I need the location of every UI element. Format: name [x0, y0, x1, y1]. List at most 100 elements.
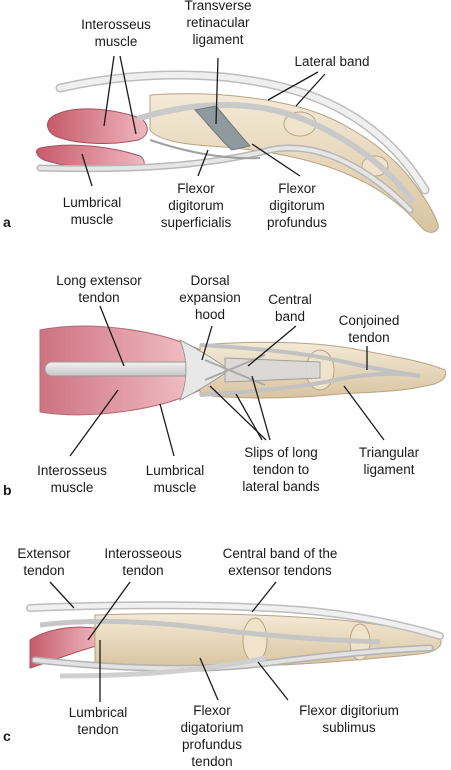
label-line: Slips of long	[244, 445, 318, 460]
label-long-extensor-tendon: Long extensor tendon	[56, 272, 142, 306]
label-line: tendon	[348, 330, 390, 345]
label-line: Lumbrical	[68, 705, 128, 720]
lateral-band-shape	[137, 102, 415, 203]
retinacular-ligament-shape	[193, 105, 251, 151]
label-line: hood	[194, 307, 226, 322]
leader-line	[159, 403, 175, 457]
label-line: profundus	[266, 215, 328, 230]
label-interosseous-tendon: Interosseous tendon	[104, 545, 181, 579]
label-lateral-band: Lateral band	[294, 53, 369, 70]
label-conjoined-tendon: Conjoined tendon	[339, 312, 400, 346]
flexor-sublimus-shape	[59, 655, 266, 679]
label-line: Triangular	[358, 445, 420, 460]
label-line: lateral bands	[242, 479, 320, 494]
label-line: tendon	[77, 722, 119, 737]
leader-line	[295, 73, 326, 107]
label-line: digitorum	[168, 198, 224, 213]
label-line: band	[274, 309, 306, 324]
label-line: Central band of the	[222, 546, 338, 561]
label-line: Lumbrical	[62, 195, 122, 210]
label-line: tendon to	[252, 462, 310, 477]
label-extensor-tendon: Extensor tendon	[17, 545, 70, 579]
label-line: Long extensor	[56, 273, 142, 288]
label-line: tendon	[191, 754, 233, 769]
label-line: digitorum	[269, 198, 325, 213]
leader-line	[251, 375, 271, 441]
leader-line	[267, 71, 319, 101]
label-line: Extensor	[17, 546, 71, 561]
label-line: Transverse	[184, 0, 252, 13]
label-lumbrical-muscle: Lumbrical muscle	[63, 194, 122, 228]
panel-b-illustration	[39, 325, 447, 416]
label-line: Interosseus	[81, 17, 151, 32]
lateral-band-shape	[199, 343, 421, 378]
leader-line	[103, 55, 115, 127]
label-flexor-digitorum-profundus: Flexor digitorum profundus	[267, 180, 327, 231]
label-interosseus-muscle: Interosseus muscle	[81, 16, 151, 50]
leader-line	[199, 657, 219, 701]
long-extensor-tendon-shape	[44, 361, 206, 377]
extensor-tendon-shape	[57, 72, 428, 193]
label-line: muscle	[50, 480, 94, 495]
label-line: ligament	[192, 32, 244, 47]
leader-line	[197, 149, 209, 177]
interosseous-tendon-shape	[39, 618, 381, 645]
leader-line	[251, 143, 301, 177]
label-line: Flexor	[193, 703, 231, 718]
label-line: Lumbrical	[145, 463, 205, 478]
label-line: Conjoined	[338, 313, 400, 328]
label-line: Dorsal	[190, 273, 230, 288]
leader-line	[69, 389, 119, 457]
label-line: superficialis	[160, 215, 232, 230]
label-line: Interosseous	[104, 546, 182, 561]
panel-letter-c: c	[3, 728, 11, 744]
panel-c-illustration	[26, 601, 444, 679]
label-line: Flexor digitorium	[299, 703, 399, 718]
panel-letter-b: b	[3, 482, 12, 498]
label-flexor-digitorum-superficialis: Flexor digitorum superficialis	[161, 180, 232, 231]
leader-line	[257, 661, 289, 701]
label-line: muscle	[94, 34, 138, 49]
label-slips-of-long-tendon: Slips of long tendon to lateral bands	[242, 444, 319, 495]
label-line: Lateral band	[294, 54, 370, 69]
label-line: profundus	[181, 737, 243, 752]
leader-line	[81, 153, 93, 187]
leader-line	[247, 325, 297, 367]
label-flexor-digatorium-profundus: Flexor digatorium profundus tendon	[180, 702, 243, 770]
label-line: muscle	[70, 212, 114, 227]
label-line: sublimus	[322, 720, 376, 735]
label-line: ligament	[363, 462, 415, 477]
label-line: expansion	[179, 290, 241, 305]
label-line: tendon	[78, 290, 120, 305]
extensor-tendon-shape	[27, 602, 443, 639]
central-band-shape	[224, 357, 321, 383]
leader-line	[49, 581, 75, 609]
label-line: Flexor	[177, 181, 215, 196]
label-line: Central	[268, 292, 312, 307]
slips-shape	[204, 354, 266, 386]
label-triangular-ligament: Triangular ligament	[359, 444, 419, 478]
leader-line	[99, 305, 125, 367]
leader-line	[119, 55, 137, 135]
leader-line	[87, 581, 131, 641]
label-interosseus-muscle-b: Interosseus muscle	[37, 462, 107, 496]
label-dorsal-expansion-hood: Dorsal expansion hood	[179, 272, 241, 323]
label-transverse-retinacular-ligament: Transverse retinacular ligament	[184, 0, 251, 48]
label-line: digatorium	[180, 720, 244, 735]
panel-a-illustration	[36, 70, 439, 233]
leader-line	[343, 385, 385, 441]
label-line: tendon	[23, 563, 65, 578]
lateral-band-shape	[199, 371, 421, 397]
leader-lines	[49, 55, 385, 702]
expansion-hood-shape	[179, 338, 231, 402]
leader-line	[201, 325, 213, 361]
label-line: extensor tendons	[228, 563, 332, 578]
label-lumbrical-muscle-b: Lumbrical muscle	[146, 462, 205, 496]
bone-joint	[242, 617, 268, 663]
leader-line	[209, 385, 267, 441]
label-line: Flexor	[278, 181, 316, 196]
label-lumbrical-tendon: Lumbrical tendon	[69, 704, 128, 738]
label-line: retinacular	[186, 15, 250, 30]
flexor-sheath-shape	[149, 139, 261, 160]
